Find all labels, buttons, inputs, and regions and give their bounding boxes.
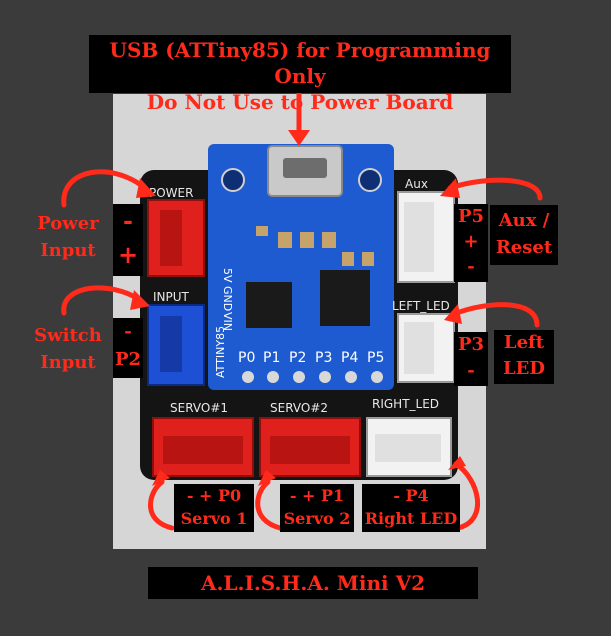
power-input-label: Power Input	[28, 210, 108, 264]
silk-servo2: SERVO#2	[270, 401, 328, 415]
arrow-servo1	[151, 482, 173, 528]
servo2-label: - + P1 Servo 2	[280, 484, 354, 532]
arrow-left-led	[454, 305, 537, 325]
pin-label-p3: P3	[315, 350, 332, 366]
usb-warning-line2: Do Not Use to Power Board	[89, 89, 511, 115]
usb-warning-banner: USB (ATTiny85) for Programming Only Do N…	[89, 35, 511, 93]
pin-label-p1: P1	[263, 350, 280, 366]
pin-gnd-label: GND	[221, 286, 234, 311]
usb-warning-line1: USB (ATTiny85) for Programming Only	[89, 37, 511, 89]
pin-label-p0: P0	[238, 350, 255, 366]
silk-right-led: RIGHT_LED	[372, 397, 439, 411]
arrow-aux	[450, 180, 540, 198]
regulator	[246, 282, 292, 328]
arrow-servo2	[258, 482, 280, 528]
switch-input-label: Switch Input	[28, 322, 108, 376]
arrow-power	[64, 172, 145, 205]
power-pins-box: - +	[113, 204, 143, 276]
chip-name-label: ATTINY85	[214, 326, 227, 378]
silk-aux: Aux	[405, 177, 428, 191]
board-title: A.L.I.S.H.A. Mini V2	[148, 567, 478, 599]
silk-power: POWER	[149, 186, 193, 200]
silk-servo1: SERVO#1	[170, 401, 228, 415]
pin-label-p5: P5	[367, 350, 384, 366]
mount-hole-left	[222, 169, 244, 191]
aux-pins-box: P5 + -	[454, 204, 488, 282]
pin-5v-label: 5V	[221, 268, 234, 283]
attiny85-chip	[320, 270, 370, 326]
silk-input: INPUT	[153, 290, 190, 304]
pin-vin-label: VIN	[221, 312, 234, 331]
silk-left-led: LEFT_LED	[392, 299, 450, 313]
pin-label-p2: P2	[289, 350, 306, 366]
right-led-label: - P4 Right LED	[362, 484, 460, 532]
arrow-input	[64, 288, 140, 313]
aux-reset-label: Aux / Reset	[490, 205, 558, 265]
servo1-label: - + P0 Servo 1	[174, 484, 254, 532]
switch-pins-box: - P2	[113, 318, 143, 378]
left-led-label: Left LED	[494, 330, 554, 384]
pin-label-p4: P4	[341, 350, 358, 366]
left-led-pins-box: P3 -	[454, 332, 488, 386]
mount-hole-right	[359, 169, 381, 191]
